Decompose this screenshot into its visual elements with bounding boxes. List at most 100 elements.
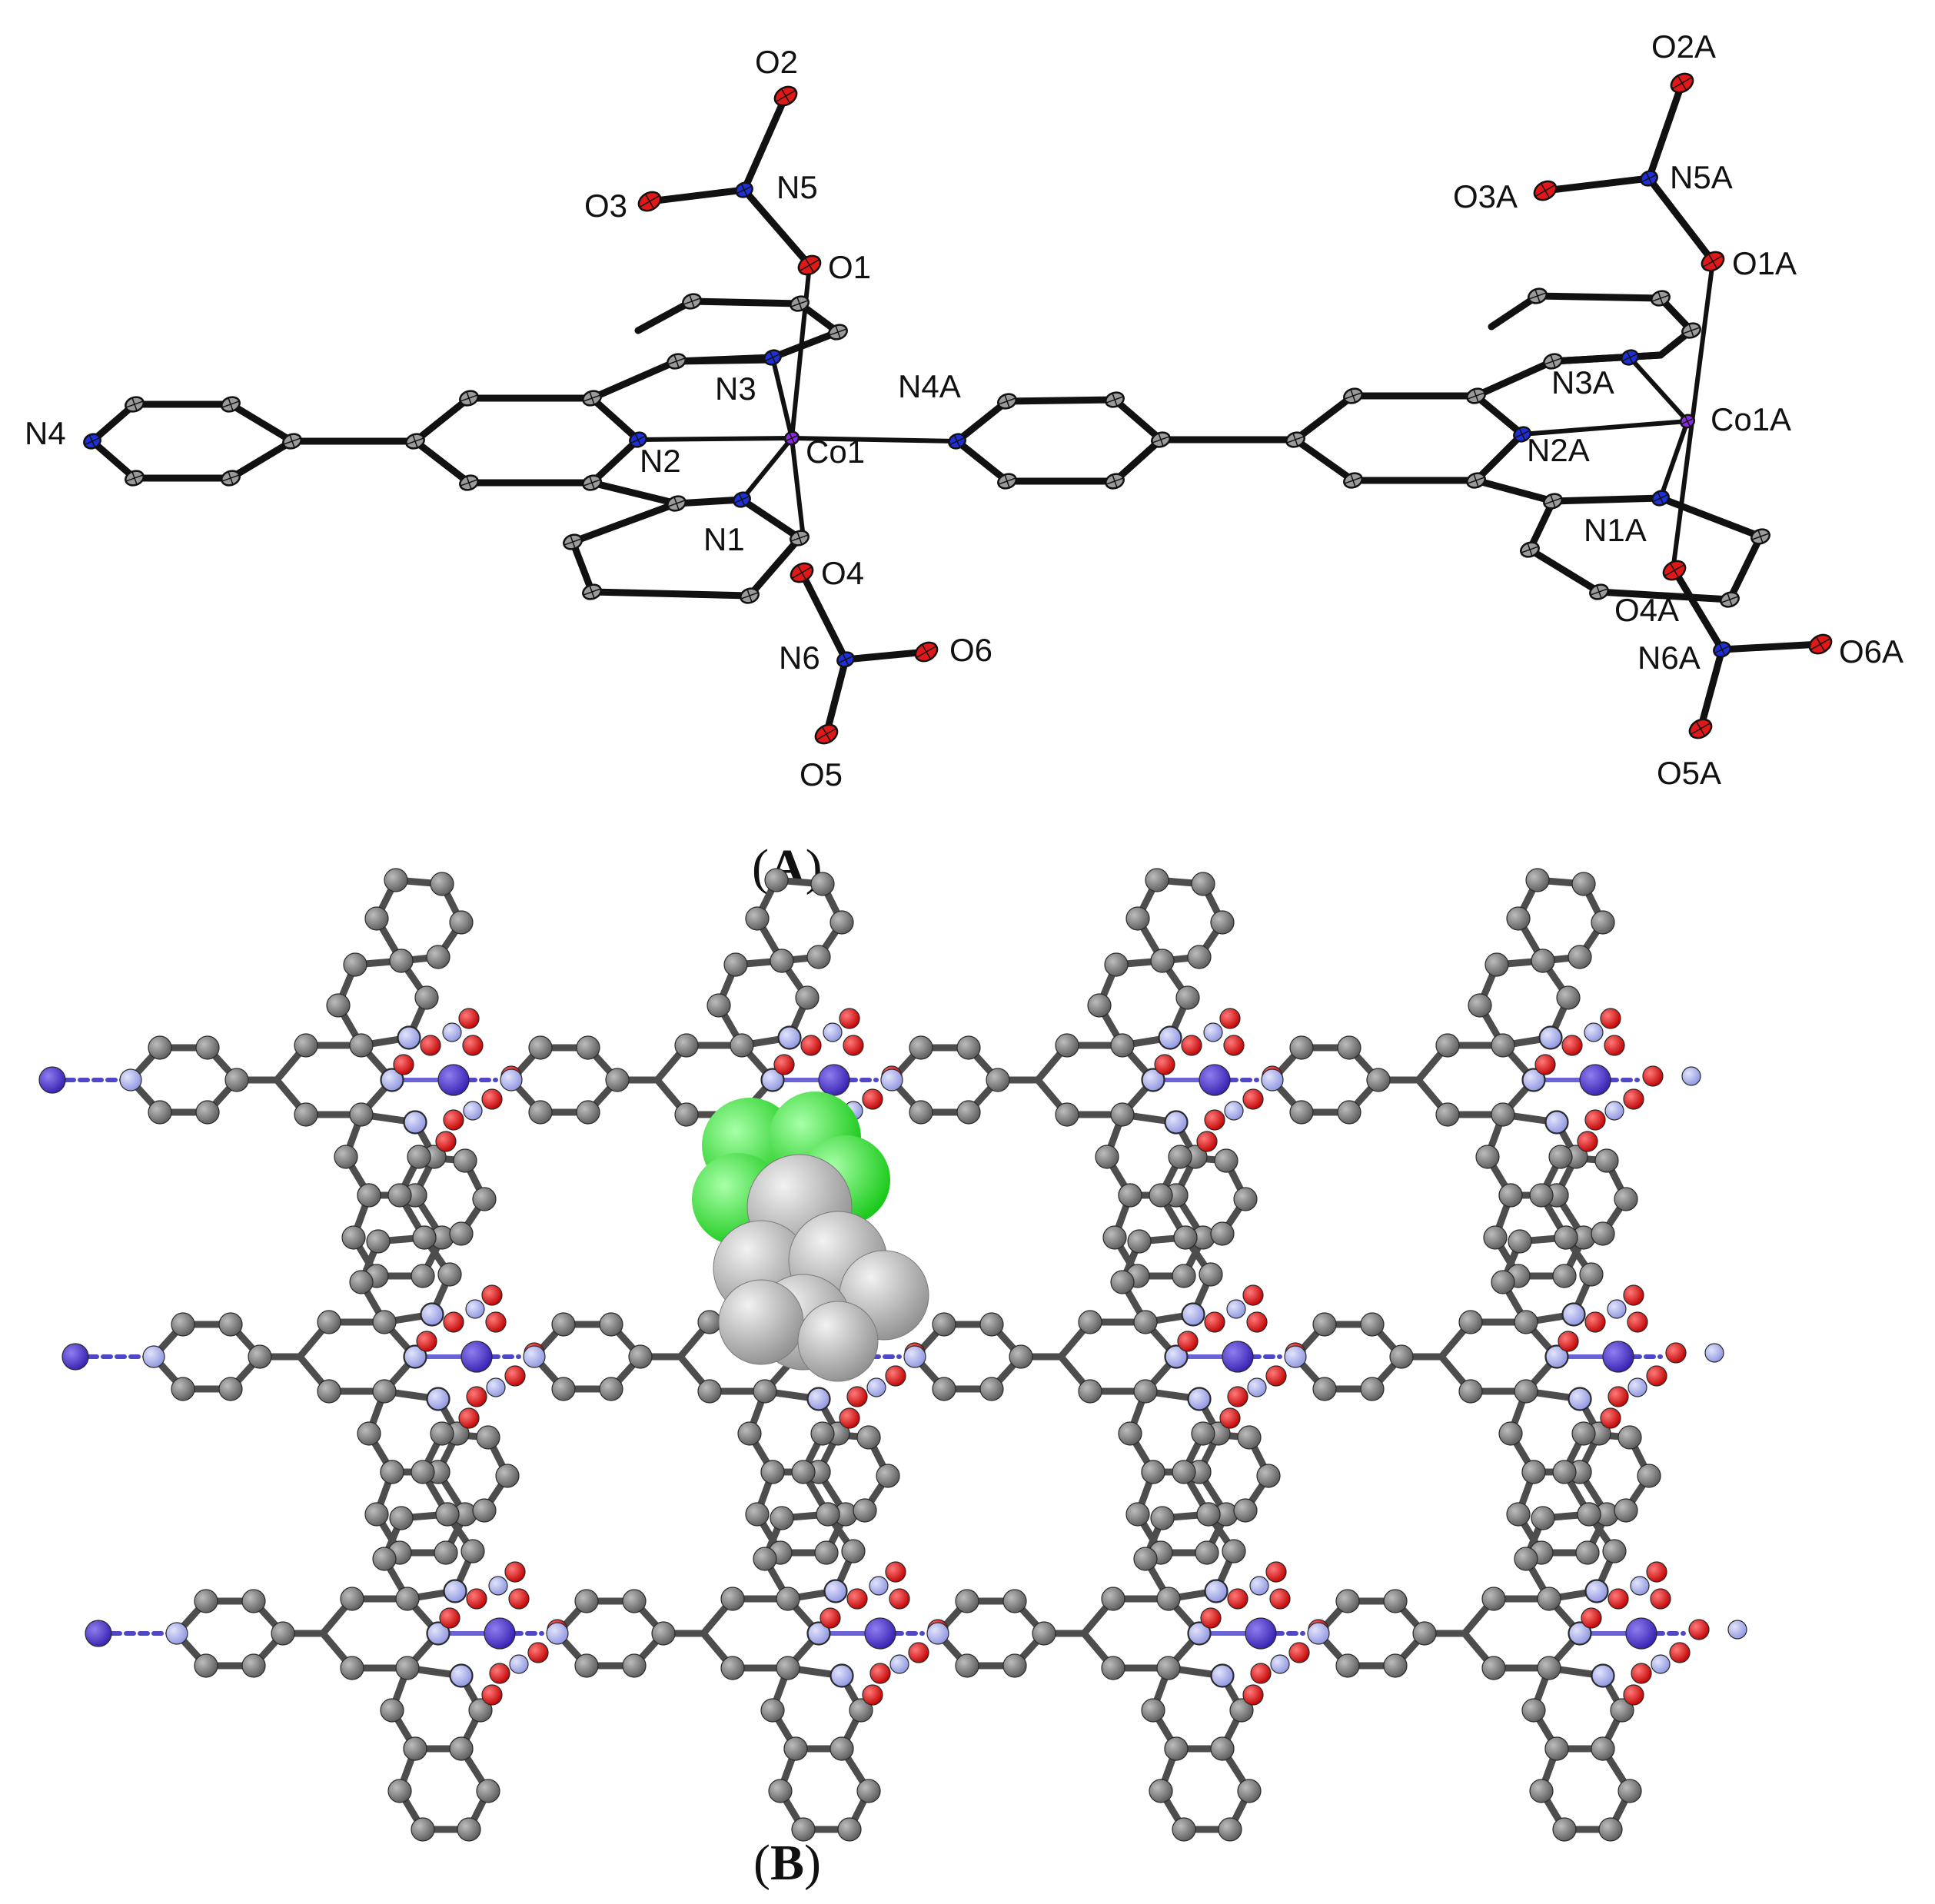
- oxygen-atom: [1265, 1365, 1287, 1387]
- carbon-atom: [1312, 1312, 1337, 1337]
- oxygen-atom: [416, 1331, 437, 1352]
- nitrogen-atom: [1651, 490, 1670, 507]
- carbon-atom: [326, 993, 351, 1018]
- carbon-atom: [1514, 1310, 1538, 1334]
- carbon-atom: [1233, 1187, 1258, 1211]
- carbon-atom: [1168, 1145, 1192, 1169]
- panel-a-bonds: [88, 79, 1824, 738]
- carbon-atom: [1579, 1262, 1604, 1287]
- carbon-atom: [764, 868, 789, 892]
- carbon-atom: [271, 1621, 295, 1646]
- nitrogen-atom-axis2: [634, 433, 642, 447]
- oxygen-atom-axis2: [796, 565, 807, 580]
- carbon-atom: [932, 1312, 956, 1337]
- carbon-atom: [753, 1379, 777, 1404]
- nitrogen-atom: [486, 1377, 506, 1397]
- carbon-atom: [1133, 1310, 1158, 1334]
- carbon-atom: [1651, 290, 1671, 307]
- nitrogen-atom: [463, 1101, 483, 1121]
- nitrogen-atom: [442, 1022, 462, 1042]
- carbon-atom: [528, 1035, 553, 1060]
- carbon-atom: [753, 1547, 777, 1571]
- oxygen-atom: [393, 1054, 414, 1075]
- carbon-atom: [776, 1656, 800, 1680]
- carbon-atom: [1118, 1421, 1142, 1446]
- carbon-atom: [791, 1460, 816, 1484]
- atom-label-n2: N2: [640, 443, 681, 479]
- carbon-atom: [1568, 945, 1592, 969]
- carbon-atom: [1548, 1145, 1573, 1169]
- bond: [740, 436, 794, 502]
- carbon-atom: [1125, 906, 1150, 931]
- carbon-atom: [1110, 1033, 1135, 1058]
- carbon-atom: [1156, 1656, 1181, 1680]
- nitrogen-atom: [1522, 1068, 1545, 1092]
- carbon-atom: [1210, 1221, 1235, 1246]
- carbon-atom: [667, 353, 687, 370]
- carbon-atom: [1389, 1344, 1414, 1369]
- cobalt-atom: [1222, 1341, 1254, 1373]
- oxygen-atom: [1665, 1342, 1687, 1364]
- cobalt-atom: [62, 1343, 89, 1371]
- oxygen-atom: [800, 1035, 822, 1056]
- cobalt-atom: [1679, 414, 1696, 429]
- carbon-atom: [472, 1498, 497, 1523]
- oxygen-atom: [814, 723, 839, 745]
- nitrogen-atom: [1513, 426, 1531, 443]
- oxygen-atom: [1219, 1008, 1241, 1029]
- carbon-atom: [1750, 528, 1770, 545]
- carbon-atom: [795, 985, 820, 1010]
- carbon-atom: [651, 1621, 676, 1646]
- cobalt-atom: [460, 1341, 493, 1373]
- carbon-atom-axis2: [1112, 474, 1118, 488]
- carbon-atom: [563, 533, 583, 550]
- oxygen-atom: [1627, 1311, 1648, 1333]
- oxygen-atom-axis2: [804, 258, 815, 273]
- carbon-atom: [1552, 1817, 1577, 1842]
- bond: [1726, 533, 1764, 603]
- nitrogen-atom: [1607, 1299, 1627, 1319]
- bond: [1472, 477, 1557, 505]
- carbon-atom: [317, 1379, 341, 1404]
- carbon-atom: [1210, 910, 1235, 935]
- carbon-atom: [1602, 1539, 1627, 1563]
- carbon-atom: [1149, 1779, 1173, 1803]
- panel-b-caption: (B): [753, 1835, 821, 1891]
- bond: [1003, 396, 1119, 405]
- oxygen-atom: [1558, 1331, 1579, 1352]
- atom-label-o6: O6: [949, 632, 992, 668]
- carbon-atom: [1591, 1221, 1615, 1246]
- nitrogen-atom: [807, 1622, 830, 1645]
- bond: [1472, 357, 1557, 400]
- nitrogen-atom: [142, 1345, 165, 1368]
- nitrogen-atom: [1640, 170, 1658, 187]
- carbon-atom: [1285, 431, 1305, 448]
- oxygen-atom-axis2: [921, 644, 932, 660]
- carbon-atom: [1337, 1100, 1361, 1125]
- carbon-atom: [1191, 1421, 1215, 1446]
- oxygen-atom: [862, 1088, 883, 1110]
- carbon-atom: [1002, 1589, 1027, 1613]
- carbon-atom: [1720, 591, 1740, 608]
- carbon-atom-axis2: [673, 354, 680, 368]
- carbon-atom: [472, 1187, 497, 1211]
- cobalt-atom: [437, 1064, 470, 1096]
- nitrogen-atom: [83, 433, 101, 450]
- atom-label-co1a: Co1A: [1711, 401, 1791, 437]
- carbon-atom: [341, 1225, 366, 1250]
- cobalt-atom: [1602, 1341, 1634, 1373]
- bond: [88, 437, 138, 482]
- carbon-atom: [720, 1656, 745, 1680]
- panel-b-atoms: [38, 868, 1747, 1842]
- nitrogen-atom: [427, 1387, 450, 1411]
- carbon-atom: [1175, 985, 1200, 1010]
- oxygen-atom-axis2: [1677, 75, 1687, 91]
- atom-label-n4: N4: [25, 415, 66, 451]
- bond: [769, 328, 842, 361]
- carbon-atom: [459, 474, 479, 491]
- carbon-atom: [194, 1589, 218, 1613]
- oxygen-atom: [1204, 1109, 1225, 1131]
- nitrogen-atom: [500, 1068, 523, 1092]
- oxygen-atom: [839, 1407, 860, 1429]
